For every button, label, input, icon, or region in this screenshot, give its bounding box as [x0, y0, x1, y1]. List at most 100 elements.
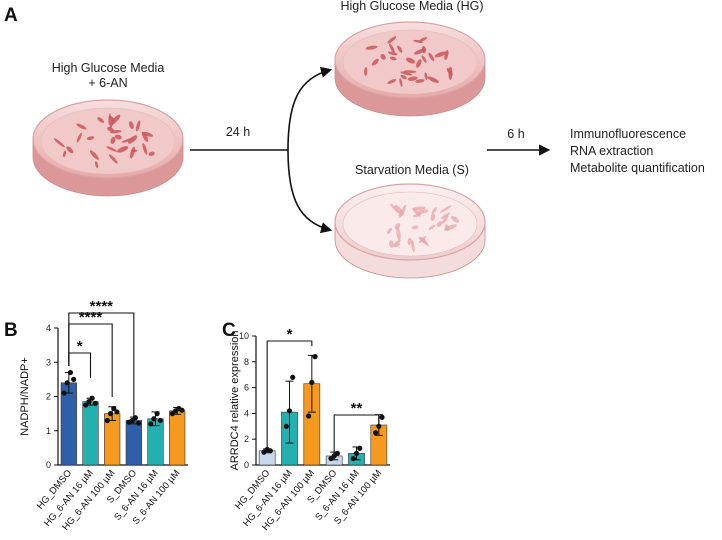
- cell: [114, 134, 122, 140]
- arrow-to-starvation-dish: [287, 149, 333, 234]
- cell: [108, 115, 115, 122]
- cell: [365, 45, 378, 50]
- cell: [76, 132, 82, 143]
- data-point: [89, 395, 95, 401]
- cell: [428, 224, 436, 230]
- cell: [416, 59, 422, 68]
- y-axis-label: NADPH/NADP+: [19, 357, 31, 436]
- cell: [399, 78, 403, 87]
- cell: [388, 240, 394, 248]
- panel-letter-a: A: [4, 5, 18, 26]
- cell: [108, 154, 118, 164]
- petri-dish-starvation: [334, 183, 486, 279]
- cell: [371, 58, 379, 66]
- data-point: [286, 408, 293, 414]
- data-point: [67, 369, 74, 376]
- cell: [53, 138, 65, 148]
- cell: [130, 146, 135, 159]
- cell: [396, 227, 401, 241]
- cell: [434, 51, 447, 58]
- data-point: [86, 399, 92, 405]
- data-point: [283, 423, 289, 429]
- cell: [428, 52, 435, 62]
- significance-label: *: [287, 326, 293, 343]
- hg-dish-label: High Glucose Media (HG): [340, 0, 483, 13]
- cell: [421, 55, 427, 63]
- cell: [407, 76, 418, 81]
- cell: [407, 237, 412, 246]
- y-tick-label: 0: [46, 460, 51, 470]
- significance-label: ****: [90, 298, 114, 315]
- petri-dish-high-glucose: [334, 21, 486, 117]
- data-point: [148, 421, 154, 427]
- cell: [387, 36, 397, 44]
- cell: [419, 37, 428, 42]
- significance-label: *: [77, 338, 83, 355]
- cell: [387, 79, 397, 84]
- cell: [97, 117, 105, 123]
- cell: [94, 161, 99, 169]
- y-tick-label: 4: [244, 408, 249, 418]
- starvation-dish-label: Starvation Media (S): [355, 163, 469, 177]
- significance-bracket: [333, 414, 380, 455]
- cell: [431, 207, 437, 214]
- cell: [394, 223, 401, 230]
- significance-bracket: [68, 312, 135, 420]
- data-point: [350, 455, 356, 462]
- data-point: [157, 417, 163, 424]
- panel-letter-b: B: [4, 320, 18, 341]
- data-point: [376, 423, 382, 429]
- dish-medium: [342, 191, 478, 257]
- cell: [427, 76, 439, 83]
- cell: [397, 45, 403, 53]
- data-point: [179, 407, 185, 413]
- petri-dish-treated: [32, 99, 184, 197]
- cell: [393, 239, 401, 247]
- cell: [393, 243, 401, 248]
- cell: [400, 71, 413, 76]
- cell: [448, 66, 453, 81]
- cell: [430, 213, 436, 222]
- cell: [394, 205, 404, 216]
- data-point: [306, 413, 312, 419]
- cell: [142, 131, 154, 137]
- cell: [148, 151, 155, 156]
- cell: [107, 127, 115, 132]
- cell: [400, 74, 407, 80]
- data-point: [353, 450, 360, 456]
- bar: [169, 410, 186, 466]
- panel-letter-c: C: [222, 320, 236, 341]
- cell: [387, 51, 398, 56]
- cell: [86, 136, 95, 141]
- cell: [389, 43, 395, 53]
- treated-dish-label-line1: High Glucose Media: [52, 61, 165, 75]
- cell: [439, 205, 452, 213]
- data-point: [312, 354, 318, 360]
- cell: [412, 206, 426, 211]
- data-point: [151, 416, 157, 422]
- data-point: [61, 390, 67, 396]
- y-tick-label: 1: [46, 426, 51, 436]
- data-point: [114, 409, 120, 415]
- cell: [445, 224, 450, 231]
- cell: [389, 56, 397, 61]
- cell: [451, 215, 460, 223]
- data-point: [154, 411, 160, 417]
- cell: [117, 146, 129, 153]
- y-tick-label: 10: [239, 331, 249, 341]
- data-point: [111, 405, 117, 412]
- output-metabolite-quantification: Metabolite quantification: [570, 161, 705, 175]
- y-axis-label: ARRDC4 relative expression: [229, 331, 241, 471]
- cell: [421, 45, 426, 54]
- cell: [415, 79, 425, 83]
- cell: [436, 221, 443, 227]
- y-tick-label: 2: [244, 434, 249, 444]
- bar: [82, 401, 99, 466]
- cell: [411, 240, 415, 253]
- cell: [89, 150, 99, 160]
- treated-dish-label-line2: + 6-AN: [88, 76, 127, 90]
